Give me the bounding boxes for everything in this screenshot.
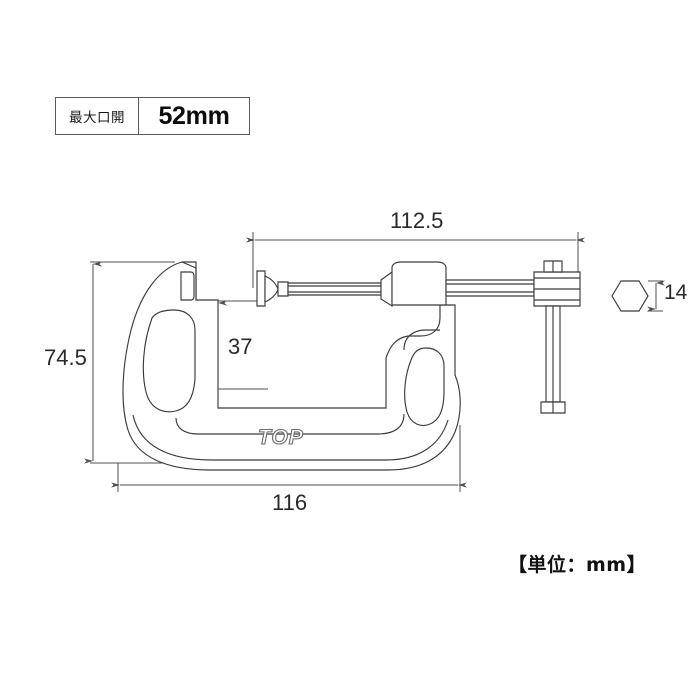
unit-note: 【単位：mm】 bbox=[508, 554, 647, 576]
spec-label-value: 52mm bbox=[158, 101, 230, 130]
c-clamp-frame: TOP bbox=[122, 261, 461, 471]
brand-logo-top: TOP bbox=[258, 426, 304, 449]
spec-label-key: 最大口開 bbox=[56, 98, 139, 134]
dimension-line-frame-width bbox=[111, 425, 467, 492]
dimension-value-throat-depth: 37 bbox=[228, 334, 253, 359]
spec-label-box: 最大口開 52mm bbox=[55, 97, 250, 135]
clamp-spindle-assembly bbox=[256, 260, 581, 414]
hexagon-detail-view bbox=[611, 280, 649, 312]
dimension-line-hex-across-flats bbox=[647, 280, 665, 312]
dimension-value-overall-screw-length: 112.5 bbox=[390, 208, 444, 233]
dimension-value-hex-across-flats: 14 bbox=[664, 281, 688, 304]
dimension-value-frame-height: 74.5 bbox=[44, 345, 87, 370]
dimension-value-frame-width: 116 bbox=[272, 490, 308, 515]
